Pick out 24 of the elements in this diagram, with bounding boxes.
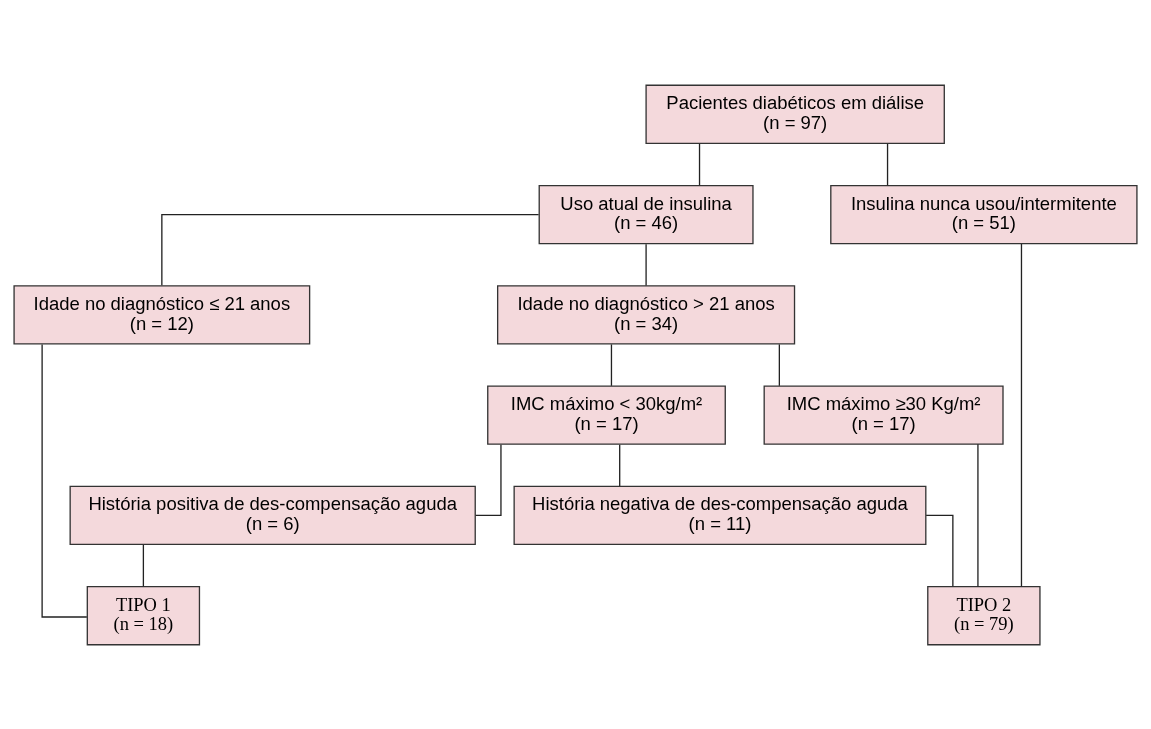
node-box: Uso atual de insulina (n = 46) (538, 184, 754, 244)
node-box: TIPO 2 (n = 79) (927, 585, 1041, 645)
connector (645, 242, 647, 286)
connector (41, 343, 88, 618)
connector (1020, 242, 1023, 587)
node-box: História negativa de des-compensação aguda (n = 11) (513, 485, 927, 545)
connector (142, 543, 145, 587)
connector (925, 514, 954, 587)
connector (161, 213, 540, 286)
connector (698, 142, 701, 186)
node-box: IMC máximo ≥30 Kg/m² (n = 17) (763, 384, 1004, 445)
connector (778, 343, 780, 386)
connector (886, 142, 889, 186)
node-box: História positiva de des-compensação aguda (n = 6) (69, 485, 476, 545)
node-box: IMC máximo < 30kg/m² (n = 17) (487, 384, 726, 445)
connector (619, 443, 621, 487)
node-box: Insulina nunca usou/intermitente (n = 51) (830, 184, 1138, 244)
node-box: Idade no diagnóstico ≤ 21 anos (n = 12) (13, 284, 311, 345)
node-box: TIPO 1 (n = 18) (86, 585, 201, 645)
connector (977, 443, 979, 587)
connector (610, 343, 613, 386)
node-box: Idade no diagnóstico > 21 anos (n = 34) (497, 284, 796, 345)
connector (474, 443, 502, 516)
node-box: Pacientes diabéticos em diálise (n = 97) (645, 84, 945, 144)
